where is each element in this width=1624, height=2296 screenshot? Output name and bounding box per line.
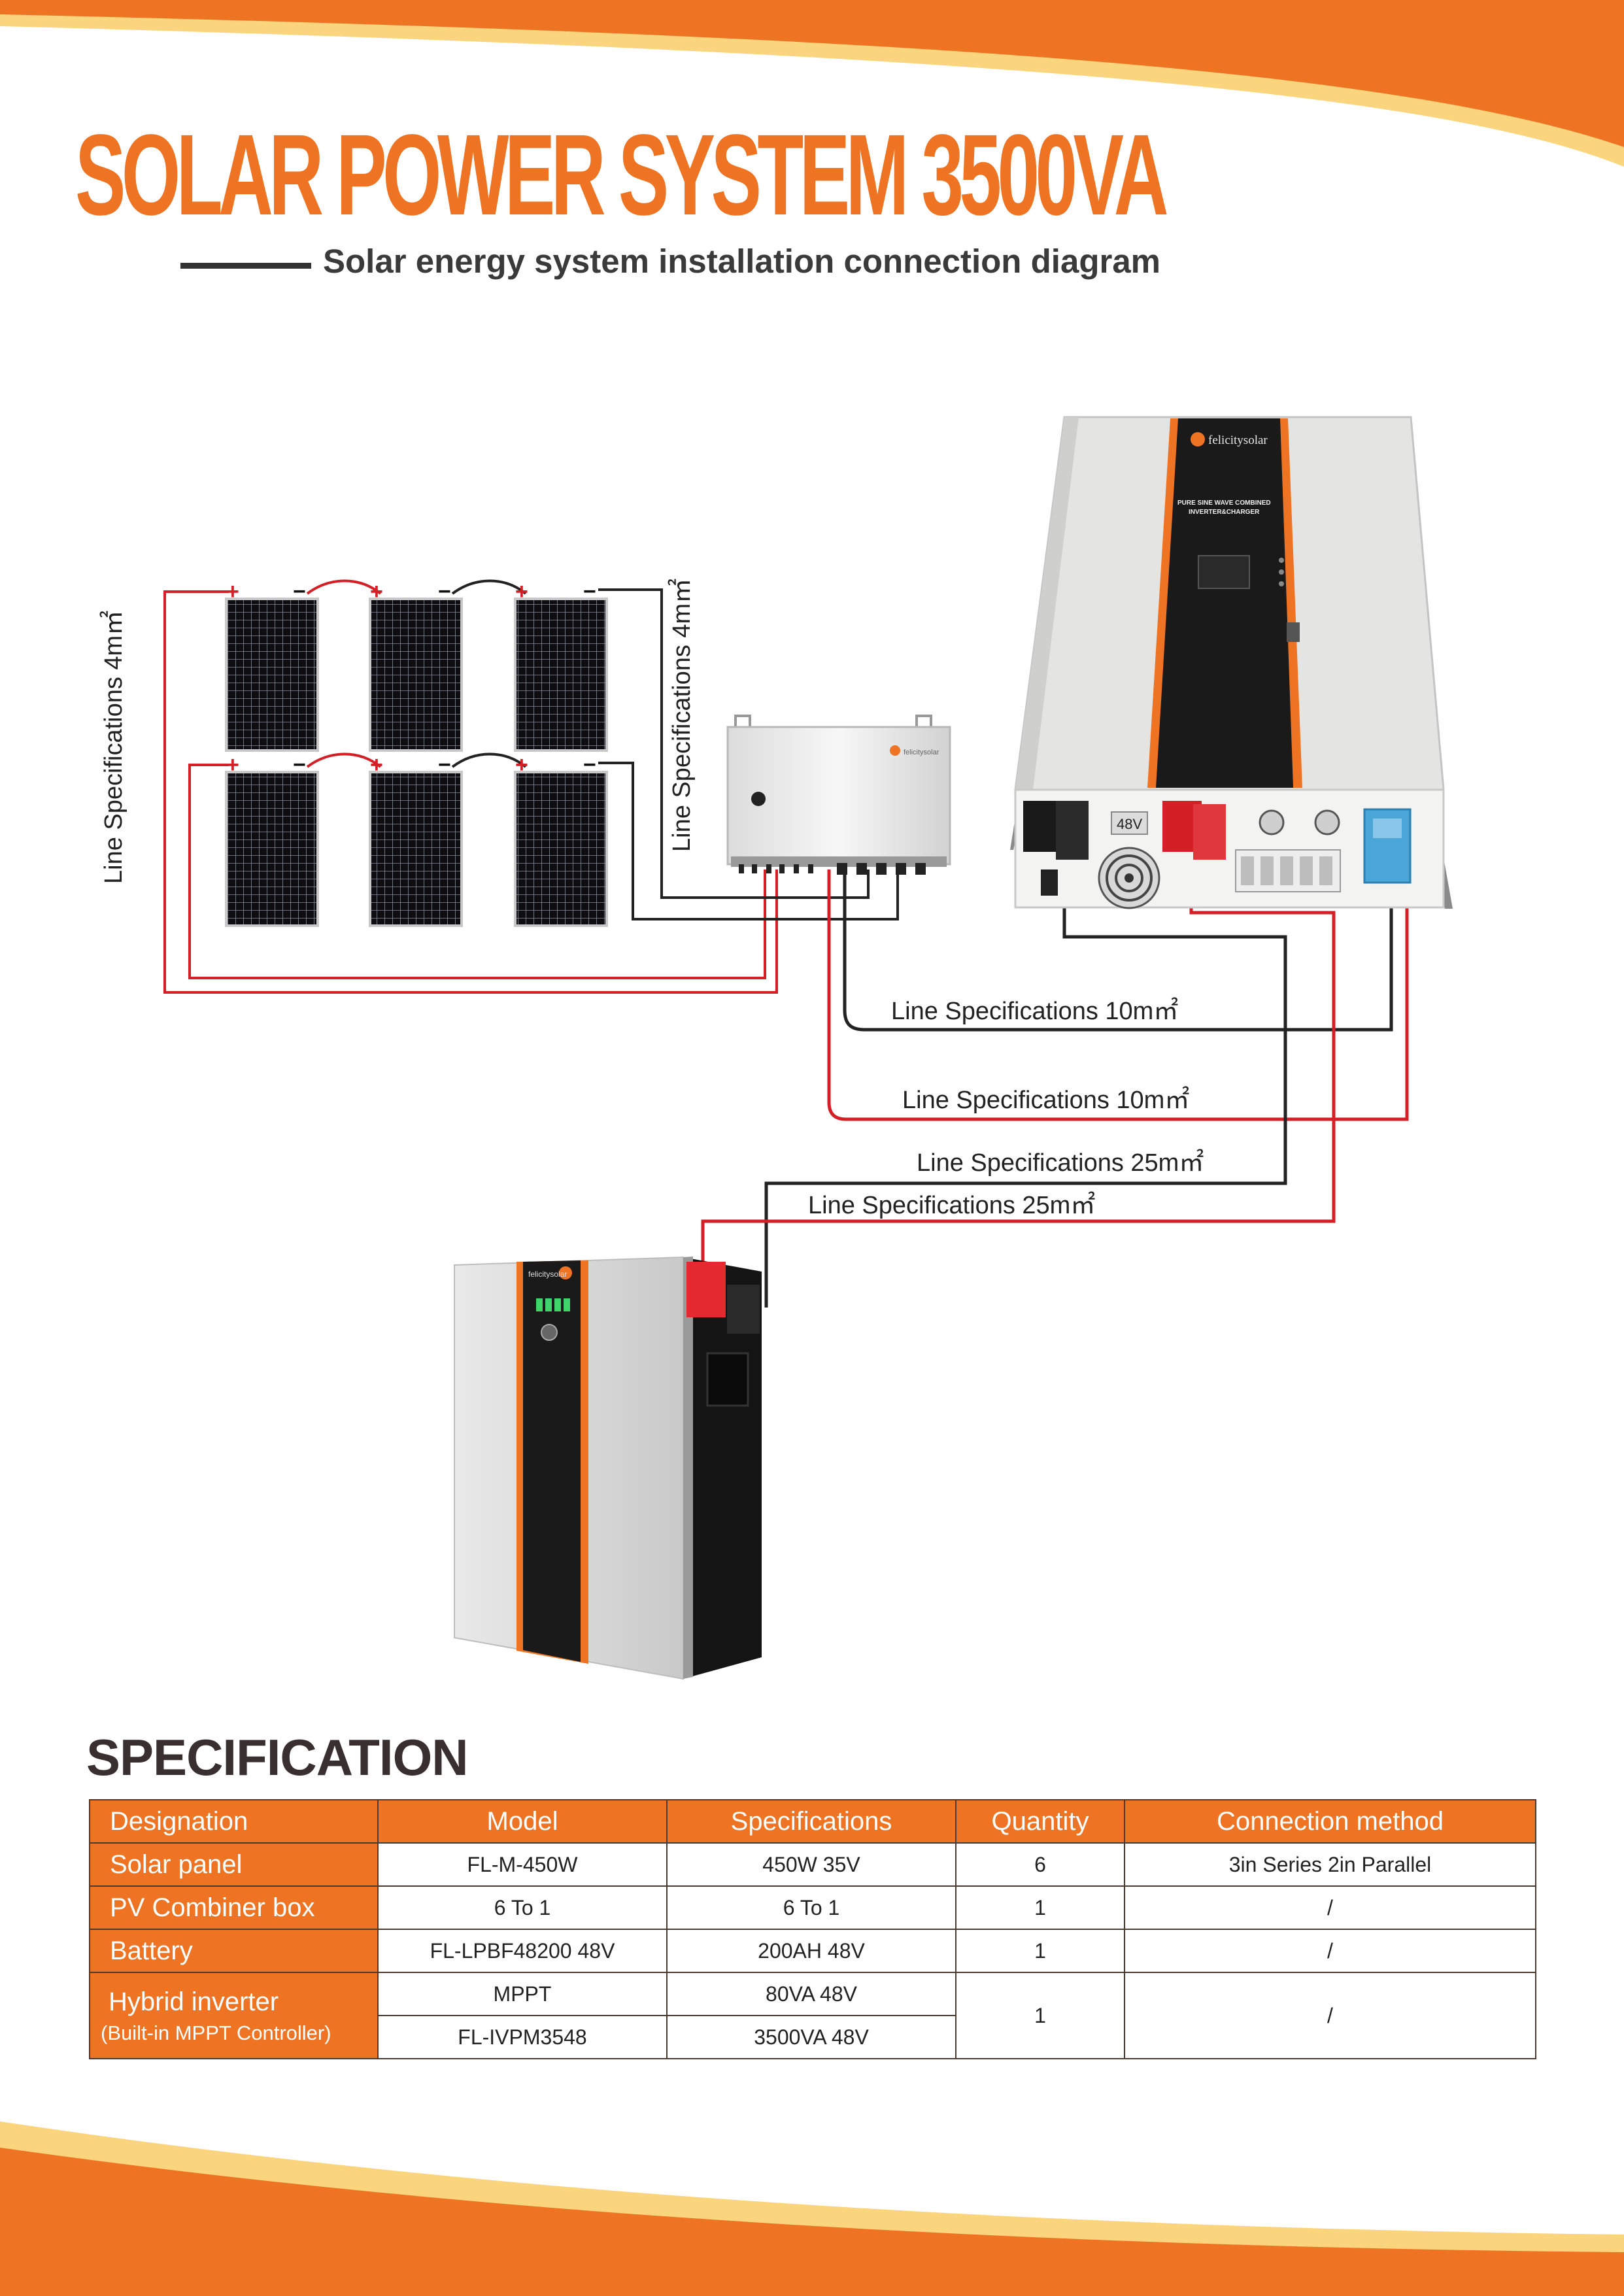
pv-to-inverter-cables bbox=[827, 856, 1409, 1121]
quantity-cell: 1 bbox=[955, 1972, 1125, 2059]
model-cell: FL-M-450W bbox=[377, 1842, 668, 1887]
table-row: Hybrid inverter (Built-in MPPT Controlle… bbox=[89, 1972, 1536, 2059]
svg-text:felicitysolar: felicitysolar bbox=[528, 1270, 567, 1279]
solar-panel bbox=[225, 771, 319, 927]
panel-interconnect-cables bbox=[306, 579, 527, 768]
designation-note: (Built-in MPPT Controller) bbox=[101, 2021, 331, 2045]
solar-panel bbox=[369, 771, 463, 927]
svg-text:+: + bbox=[515, 579, 528, 604]
connection-cell: / bbox=[1124, 1929, 1536, 1973]
model-cell: MPPT bbox=[377, 1972, 668, 2016]
cable-spec-label-battery-positive: Line Specifications 25m㎡ bbox=[808, 1192, 1096, 1219]
quantity-cell: 1 bbox=[955, 1885, 1125, 1930]
cable-spec-label-battery-negative: Line Specifications 25m㎡ bbox=[917, 1149, 1204, 1177]
table-row: Solar panel FL-M-450W 450W 35V 6 3in Ser… bbox=[89, 1842, 1536, 1887]
table-row: PV Combiner box 6 To 1 6 To 1 1 / bbox=[89, 1885, 1536, 1930]
svg-text:+: + bbox=[370, 752, 383, 777]
designation-label: Hybrid inverter bbox=[109, 1987, 279, 2017]
svg-text:48V: 48V bbox=[1117, 816, 1142, 832]
svg-text:+: + bbox=[226, 579, 239, 604]
spec-cell: 6 To 1 bbox=[666, 1885, 956, 1930]
spec-cell: 450W 35V bbox=[666, 1842, 956, 1887]
column-header: Model bbox=[377, 1799, 668, 1844]
specification-heading: SPECIFICATION bbox=[86, 1729, 469, 1786]
solar-panel bbox=[369, 598, 463, 752]
subtitle-rule bbox=[180, 263, 311, 269]
page-subtitle: Solar energy system installation connect… bbox=[323, 243, 1161, 280]
designation-cell: PV Combiner box bbox=[89, 1885, 379, 1930]
hybrid-inverter: felicitysolar PURE SINE WAVE COMBINED IN… bbox=[1010, 416, 1453, 909]
quantity-cell: 1 bbox=[955, 1929, 1125, 1973]
battery-to-inverter-cables bbox=[701, 845, 1336, 1308]
solar-panel bbox=[514, 598, 608, 752]
connection-cell: / bbox=[1124, 1972, 1536, 2059]
table-row: Battery FL-LPBF48200 48V 200AH 48V 1 / bbox=[89, 1929, 1536, 1973]
svg-text:felicitysolar: felicitysolar bbox=[904, 749, 939, 756]
quantity-cell: 6 bbox=[955, 1842, 1125, 1887]
panel-to-combiner-cables bbox=[163, 588, 899, 994]
specification-table: Designation Model Specifications Quantit… bbox=[89, 1799, 1536, 2059]
connection-cell: / bbox=[1124, 1885, 1536, 1930]
column-header: Connection method bbox=[1124, 1799, 1536, 1844]
top-swoosh bbox=[0, 0, 1624, 167]
table-header-row: Designation Model Specifications Quantit… bbox=[89, 1799, 1536, 1844]
designation-cell: Battery bbox=[89, 1929, 379, 1973]
spec-cell: 200AH 48V bbox=[666, 1929, 956, 1973]
model-cell: FL-LPBF48200 48V bbox=[377, 1929, 668, 1973]
svg-text:PURE SINE WAVE COMBINED: PURE SINE WAVE COMBINED bbox=[1177, 499, 1271, 507]
spec-cell: 80VA 48V bbox=[666, 1972, 956, 2016]
panel-terminal-signs: + − + − + − + − + − + − bbox=[226, 579, 596, 777]
designation-cell: Solar panel bbox=[89, 1842, 379, 1887]
svg-text:−: − bbox=[293, 579, 306, 604]
cable-spec-label-panels-right: Line Specifications 4m㎡ bbox=[668, 578, 696, 852]
svg-text:−: − bbox=[583, 752, 596, 777]
table-row: FL-IVPM3548 3500VA 48V bbox=[90, 2015, 1536, 2059]
svg-text:−: − bbox=[438, 752, 451, 777]
pv-combiner-box: felicitysolar bbox=[726, 715, 951, 875]
column-header: Designation bbox=[89, 1799, 379, 1844]
model-cell: FL-IVPM3548 bbox=[377, 2015, 668, 2059]
svg-text:+: + bbox=[226, 752, 239, 777]
bottom-swoosh bbox=[0, 2121, 1624, 2296]
solar-panel bbox=[514, 771, 608, 927]
solar-panel-array: + − + − + − + − + − + − bbox=[225, 579, 608, 927]
svg-text:INVERTER&CHARGER: INVERTER&CHARGER bbox=[1189, 509, 1260, 516]
lithium-battery: felicitysolar bbox=[454, 1256, 762, 1680]
column-header: Quantity bbox=[955, 1799, 1125, 1844]
solar-panel bbox=[225, 598, 319, 752]
svg-text:−: − bbox=[583, 579, 596, 604]
page-title: SOLAR POWER SYSTEM 3500VA bbox=[75, 111, 1169, 239]
designation-cell: Hybrid inverter (Built-in MPPT Controlle… bbox=[89, 1972, 379, 2059]
svg-text:felicitysolar: felicitysolar bbox=[1208, 433, 1268, 447]
model-cell: 6 To 1 bbox=[377, 1885, 668, 1930]
svg-text:+: + bbox=[515, 752, 528, 777]
svg-text:+: + bbox=[370, 579, 383, 604]
connection-cell: 3in Series 2in Parallel bbox=[1124, 1842, 1536, 1887]
column-header: Specifications bbox=[666, 1799, 956, 1844]
cable-spec-label-pv-negative: Line Specifications 10m㎡ bbox=[891, 998, 1179, 1025]
svg-text:−: − bbox=[438, 579, 451, 604]
spec-cell: 3500VA 48V bbox=[666, 2015, 956, 2059]
cable-spec-label-panels-left: Line Specifications 4m㎡ bbox=[100, 610, 127, 884]
cable-spec-label-pv-positive: Line Specifications 10m㎡ bbox=[902, 1087, 1190, 1114]
svg-text:−: − bbox=[293, 752, 306, 777]
